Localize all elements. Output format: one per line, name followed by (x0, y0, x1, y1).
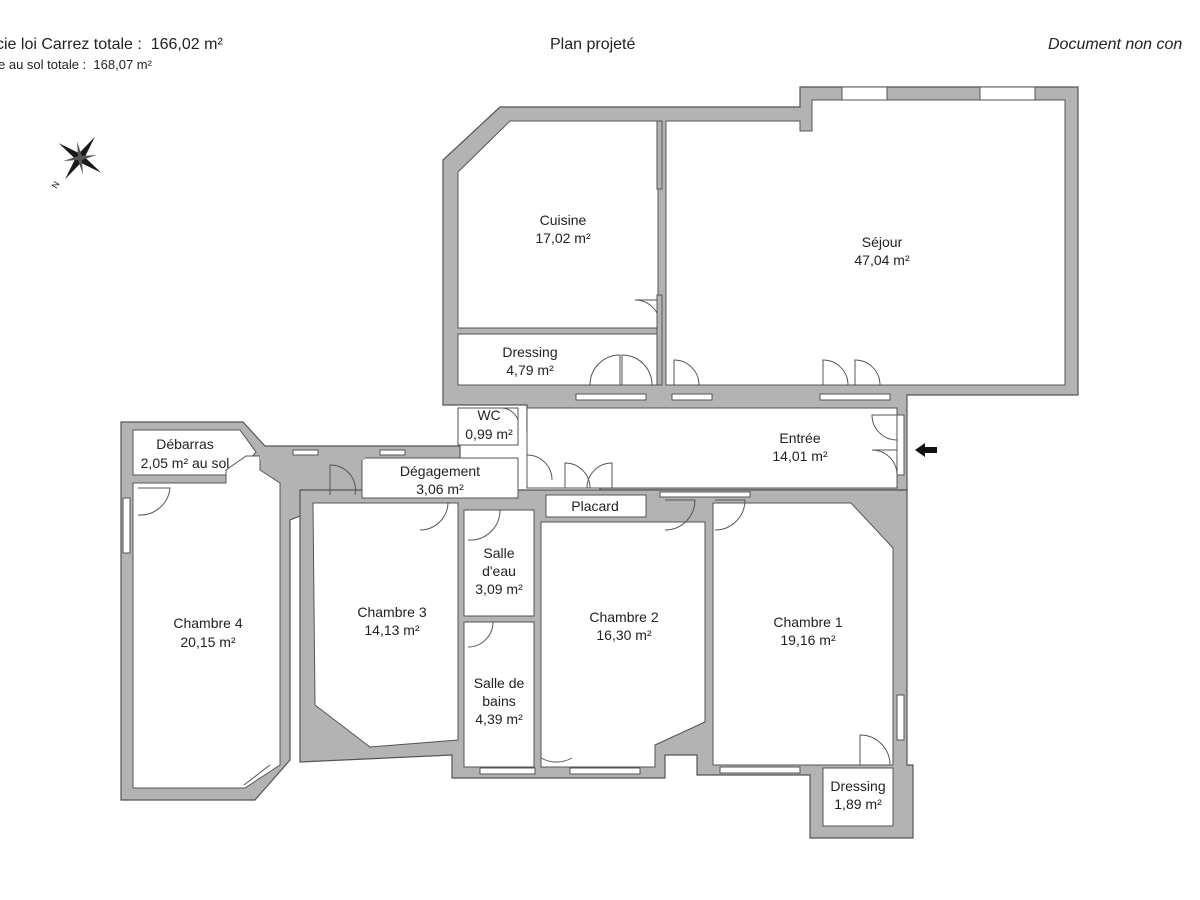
debarras-name: Débarras (156, 436, 214, 452)
door-arc (329, 464, 356, 496)
floor-cuisine (457, 120, 659, 329)
door-arc (540, 725, 573, 763)
window (671, 393, 713, 401)
wc-name: WC (477, 407, 500, 423)
floor-chambre1 (712, 502, 894, 766)
floor-label: e au sol totale : (0, 57, 87, 72)
floor-value: 168,07 m² (93, 57, 152, 72)
windows (122, 86, 1036, 786)
salle-eau-line1: Salle (483, 545, 514, 561)
window (979, 86, 1036, 101)
window (569, 767, 641, 775)
partition-wall (656, 294, 663, 386)
cuisine-name: Cuisine (540, 212, 587, 228)
door-arc (499, 407, 519, 421)
window (719, 766, 801, 774)
chambre1-area: 19,16 m² (780, 632, 836, 648)
compass-rose (58, 136, 102, 180)
corridor-link (260, 452, 365, 460)
room-labels: Cuisine 17,02 m² Séjour 47,04 m² Dressin… (141, 212, 910, 812)
chambre4-name: Chambre 4 (173, 615, 242, 631)
window (841, 86, 888, 101)
sejour-name: Séjour (862, 234, 903, 250)
door-arc (673, 359, 700, 386)
window-diagonal (243, 764, 271, 786)
door-arc (589, 354, 621, 386)
door-arc (467, 509, 501, 541)
carrez-total-label: cie loi Carrez totale : 166,02 m² (0, 36, 223, 54)
window (575, 393, 647, 401)
entree-name: Entrée (779, 430, 820, 446)
floor-entree (526, 407, 898, 489)
compass-needle (63, 155, 97, 161)
partition-walls (656, 120, 663, 386)
door-arc (871, 414, 898, 441)
door-arc (664, 499, 696, 531)
dressing-top-name: Dressing (502, 344, 557, 360)
doors (137, 299, 898, 766)
floor-sejour (665, 99, 1066, 386)
partition-wall (656, 120, 663, 190)
door-arc (419, 502, 449, 531)
salle-eau-area: 3,09 m² (475, 581, 523, 597)
door-arc (526, 454, 553, 481)
wc-area: 0,99 m² (465, 426, 513, 442)
window (292, 449, 319, 456)
floor-chambre4 (132, 455, 281, 789)
entree-area: 14,01 m² (772, 448, 828, 464)
dressing-bottom-name: Dressing (830, 778, 885, 794)
floor-dressing-top (457, 333, 659, 386)
chambre4-area: 20,15 m² (180, 634, 236, 650)
dressing-top-area: 4,79 m² (506, 362, 554, 378)
window (896, 694, 905, 741)
salle-bains-line1: Salle de (474, 675, 525, 691)
salle-bains-line2: bains (482, 693, 515, 709)
door-arc (137, 487, 171, 516)
door-arc (564, 462, 591, 489)
door-arc (854, 359, 881, 386)
floor-salle-eau (463, 509, 535, 617)
cuisine-area: 17,02 m² (535, 230, 591, 246)
floor-wc (457, 407, 519, 446)
window (896, 414, 905, 476)
floor-placard (545, 494, 647, 518)
chambre2-name: Chambre 2 (589, 609, 658, 625)
window (659, 491, 751, 498)
room-floors (132, 99, 1066, 827)
chambre1-name: Chambre 1 (773, 614, 842, 630)
salle-bains-area: 4,39 m² (475, 711, 523, 727)
sejour-area: 47,04 m² (854, 252, 910, 268)
window (479, 767, 536, 775)
window (122, 497, 131, 554)
carrez-label: cie loi Carrez totale : (0, 36, 142, 53)
debarras-area: 2,05 m² au sol (141, 455, 230, 471)
degagement-name: Dégagement (400, 463, 480, 479)
window (819, 393, 891, 401)
dressing-bottom-area: 1,89 m² (834, 796, 882, 812)
door-arc (467, 621, 494, 648)
door-arc (871, 449, 898, 476)
carrez-value: 166,02 m² (150, 36, 223, 53)
chambre3-name: Chambre 3 (357, 604, 426, 620)
door-arc (586, 462, 613, 489)
entry-arrow (915, 443, 937, 457)
chambre2-area: 16,30 m² (596, 627, 652, 643)
door-arc (822, 359, 849, 386)
floor-chambre2 (540, 521, 706, 768)
floor-degagement (361, 457, 519, 499)
floor-total-label: e au sol totale : 168,07 m² (0, 57, 152, 72)
salle-eau-line2: d'eau (482, 563, 516, 579)
door-arc (859, 734, 891, 766)
compass-north-label: N (50, 180, 62, 191)
chambre3-area: 14,13 m² (364, 622, 420, 638)
plan-title: Plan projeté (550, 36, 636, 53)
door-arc (621, 354, 653, 386)
placard-name: Placard (571, 498, 618, 514)
door-arc (714, 499, 746, 531)
disclaimer-text: Document non con (1048, 36, 1183, 53)
degagement-area: 3,06 m² (416, 481, 464, 497)
window (379, 449, 406, 456)
floor-dressing-bottom (822, 767, 894, 827)
